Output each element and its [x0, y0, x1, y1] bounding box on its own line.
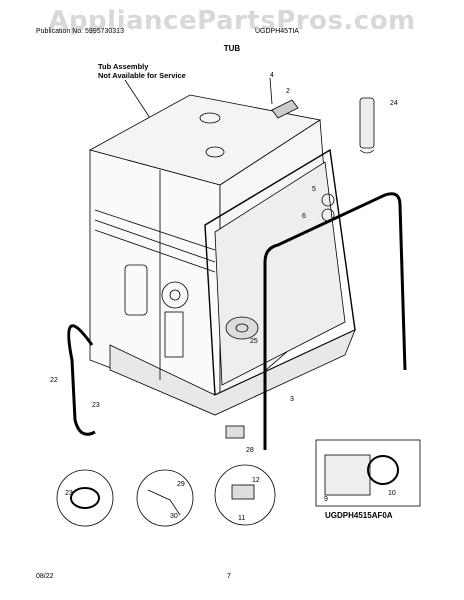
motor-hub	[169, 289, 181, 301]
tub-rib	[94, 219, 216, 263]
diagram-reference-code: UGDPH4515AF0A	[325, 511, 393, 520]
publication-number: Publication No: 5995730313	[36, 28, 124, 35]
callout-22: 22	[50, 377, 58, 384]
part4-leader	[269, 77, 273, 105]
callout-30: 30	[170, 513, 178, 520]
tub-base	[109, 329, 356, 416]
callout-29: 29	[177, 481, 185, 488]
inlet-bracket	[164, 311, 184, 358]
callout-28: 28	[246, 447, 254, 454]
callout-6: 6	[302, 213, 306, 220]
bracket-28	[225, 425, 245, 439]
tub-label-line2: Not Available for Service	[98, 71, 186, 80]
detail-switch-circle	[214, 464, 276, 526]
watermark: AppliancePartsPros.com	[48, 6, 416, 36]
footer-date: 08/22	[36, 573, 54, 580]
sump-assembly	[225, 316, 259, 340]
callout-10: 10	[388, 490, 396, 497]
tub-rib	[94, 209, 216, 251]
pump-housing	[124, 264, 148, 316]
switch-body	[231, 484, 255, 500]
tub-label-line1: Tub Assembly	[98, 62, 149, 71]
vent-tube-coil	[359, 149, 375, 154]
kit-ring	[367, 455, 399, 485]
callout-5: 5	[312, 186, 316, 193]
vent-tube	[359, 97, 375, 149]
callout-23-detail: 23	[65, 490, 73, 497]
page-title: TUB	[223, 44, 241, 53]
kit-package	[324, 454, 371, 496]
callout-2: 2	[286, 88, 290, 95]
callout-3: 3	[290, 396, 294, 403]
page-number: 7	[227, 573, 231, 580]
clamp	[70, 487, 100, 509]
tub-assembly-label: Tub Assembly Not Available for Service	[98, 62, 186, 80]
callout-11: 11	[238, 515, 246, 522]
latch-plate	[271, 99, 299, 119]
grommet-5	[321, 193, 335, 207]
parts-kit-box	[315, 439, 421, 507]
callout-24: 24	[390, 100, 398, 107]
callout-4: 4	[270, 72, 274, 79]
wire-harness	[147, 489, 181, 516]
tub-label-leader	[124, 79, 151, 119]
callout-23: 23	[92, 402, 100, 409]
motor-housing	[161, 281, 189, 309]
detail-wire-circle	[136, 469, 194, 527]
tub-rib	[94, 229, 216, 273]
callout-9: 9	[324, 496, 328, 503]
sump-center	[235, 323, 249, 333]
door-gasket	[263, 192, 407, 450]
tub-top-port	[199, 112, 221, 124]
model-number: UGDPH45TIA	[255, 28, 299, 35]
detail-clamp-circle	[56, 469, 114, 527]
callout-25: 25	[250, 338, 258, 345]
callout-12: 12	[252, 477, 260, 484]
drain-hose	[67, 324, 96, 436]
tub-top-vent	[205, 146, 225, 158]
